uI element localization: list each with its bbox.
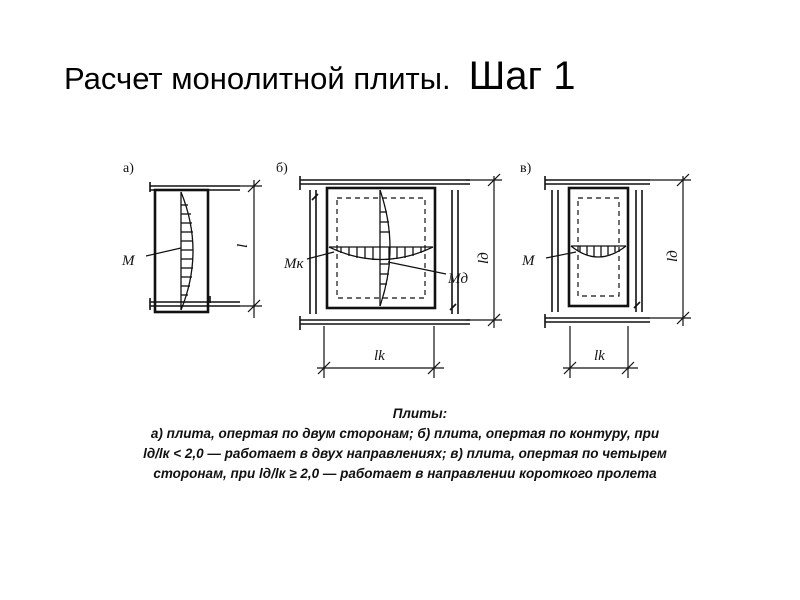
panel-c-letter: в) [520,161,532,176]
panel-c-moment-diagram [570,245,627,258]
panel-a-span-dimension [240,179,262,318]
panel-b-mk-leader [306,251,335,260]
caption-line-1: а) плита, опертая по двум сторонам; б) п… [150,426,660,441]
panel-b-short-span-label: lk [374,348,385,364]
panel-b-md-label: Mд [447,271,468,287]
panel-a-span-label: l [235,244,251,248]
panel-c-slab [567,186,630,308]
panel-b-md-leader [387,261,447,275]
panel-c-long-span-dimension [650,173,691,326]
panel-b-mk-label: Mк [283,256,304,272]
panel-a-slab [153,188,210,314]
panel-b-short-span-dimension [317,326,444,378]
panel-a-moment-leader [145,247,182,257]
panel-c-strip-outline [577,197,620,297]
panel-b-supports [299,176,470,330]
panel-b-moment-long [379,189,391,307]
panel-c-moment-label: M [521,253,536,269]
panel-b: б) [276,161,502,378]
panel-c-long-span-label: lд [665,250,681,262]
figure-caption: Плиты: а) плита, опертая по двум сторона… [110,404,700,484]
panel-b-strip-outline [336,197,426,299]
caption-heading: Плиты: [392,406,448,421]
panel-b-long-span-label: lд [476,252,492,264]
panel-a-letter: а) [123,161,134,176]
panel-c-supports [544,176,650,328]
caption-line-2: lд/lк < 2,0 — работает в двух направлени… [143,446,667,461]
caption-line-3: сторонам, при lд/lк ≥ 2,0 — работает в н… [153,466,657,481]
slide-title-main: Расчет монолитной плиты. [64,61,451,96]
panel-c-moment-leader [545,251,577,259]
panel-b-slab [325,186,437,310]
panel-b-letter: б) [276,161,288,176]
panel-a-moment-diagram [180,191,194,311]
slide-title: Расчет монолитной плиты. Шаг 1 [64,56,575,96]
panel-b-long-span-dimension [466,173,502,328]
panel-c-short-span-label: lk [594,348,605,364]
panel-a-moment-label: M [121,253,136,269]
slide-title-step: Шаг 1 [468,54,576,98]
panel-b-moment-short [328,246,434,261]
panel-c-short-span-dimension [563,326,638,378]
panel-a-supports [149,182,240,310]
panel-a: а) M [121,161,262,318]
panel-c: в) M [520,161,691,378]
